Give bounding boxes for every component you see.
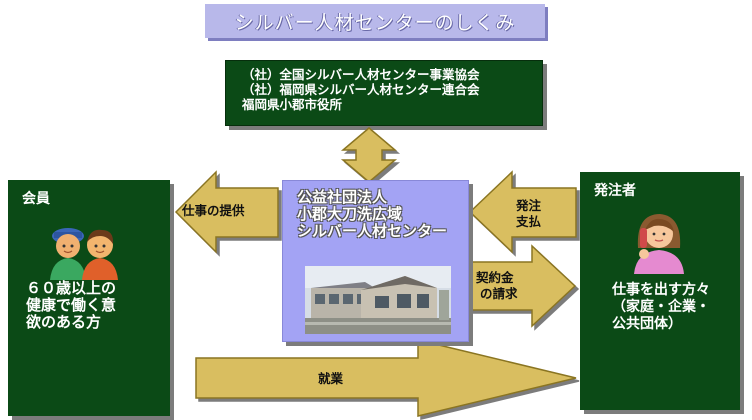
client-title: 発注者: [594, 183, 636, 199]
client-description: 仕事を出す方々 （家庭・企業・ 公共団体）: [612, 282, 737, 333]
client-desc-line-1: 仕事を出す方々: [612, 282, 710, 298]
association-box: （社）全国シルバー人材センター事業協会 （社）福岡県シルバー人材センター連合会 …: [225, 60, 543, 126]
center-line-2: 小郡大刀洗広域: [297, 205, 403, 223]
building-photo: [305, 266, 451, 334]
member-box: 会員 ６０歳以上の 健康で働く意 欲のある方: [8, 180, 170, 416]
employment-arrow: [195, 339, 577, 417]
member-description: ６０歳以上の 健康で働く意 欲のある方: [26, 280, 166, 331]
client-desc-line-2: （家庭・企業・: [612, 299, 710, 315]
client-desc-line-3: 公共団体）: [612, 316, 682, 332]
payment-label: 支払: [516, 214, 542, 229]
client-box: 発注者 仕事を出す方々 （家庭・企業・ 公共団体）: [580, 172, 740, 410]
member-desc-line-3: 欲のある方: [26, 313, 102, 331]
order-payment-arrow: [468, 170, 577, 254]
client-phone-icon: [634, 214, 684, 274]
center-line-3: シルバー人材センター: [297, 222, 448, 240]
diagram-title: シルバー人材センターのしくみ: [205, 4, 545, 38]
association-line-1: （社）全国シルバー人材センター事業協会: [242, 67, 480, 82]
member-title: 会員: [22, 191, 50, 207]
association-line-2: （社）福岡県シルバー人材センター連合会: [242, 82, 480, 97]
center-organization-box: 公益社団法人 小郡大刀洗広域 シルバー人材センター: [282, 180, 469, 342]
member-desc-line-2: 健康で働く意: [26, 296, 117, 314]
contract-billing-arrow: [469, 244, 577, 328]
center-line-1: 公益社団法人: [297, 188, 388, 206]
work-provision-arrow: [174, 170, 279, 254]
work-provision-label: 仕事の提供: [182, 203, 245, 218]
billing-label: の請求: [480, 286, 518, 301]
contract-label: 契約金: [476, 270, 514, 285]
center-organization-name: 公益社団法人 小郡大刀洗広域 シルバー人材センター: [297, 189, 447, 240]
double-arrow-vertical: [340, 127, 398, 183]
association-line-3: 福岡県小郡市役所: [242, 97, 343, 112]
member-desc-line-1: ６０歳以上の: [26, 279, 117, 297]
employment-label: 就業: [318, 371, 344, 386]
members-icon: [50, 228, 118, 280]
order-label: 発注: [516, 198, 542, 213]
